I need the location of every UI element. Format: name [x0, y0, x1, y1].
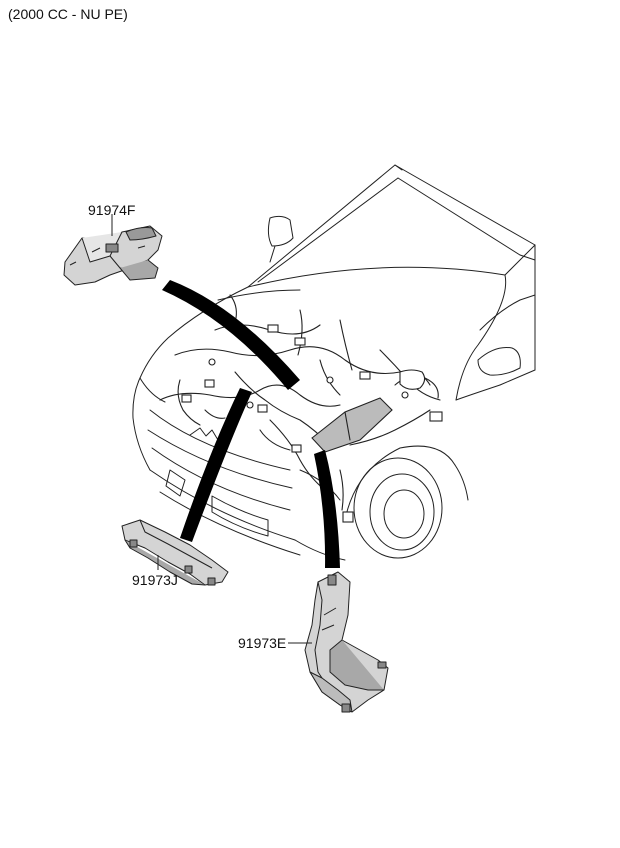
- callout-91974f[interactable]: 91974F: [88, 202, 136, 218]
- leader-band-91973j: [180, 388, 252, 542]
- leader-band-91974f: [162, 280, 300, 390]
- leader-bands: [162, 280, 340, 568]
- engine-spec-label: (2000 CC - NU PE): [8, 6, 128, 22]
- part-91973e: [304, 571, 389, 713]
- part-91974f: [63, 225, 163, 286]
- leader-band-91973e: [314, 450, 340, 568]
- callout-91973e[interactable]: 91973E: [238, 635, 287, 651]
- callout-91973j[interactable]: 91973J: [132, 572, 178, 588]
- part-91973j: [121, 519, 229, 586]
- vehicle-body: [132, 164, 536, 561]
